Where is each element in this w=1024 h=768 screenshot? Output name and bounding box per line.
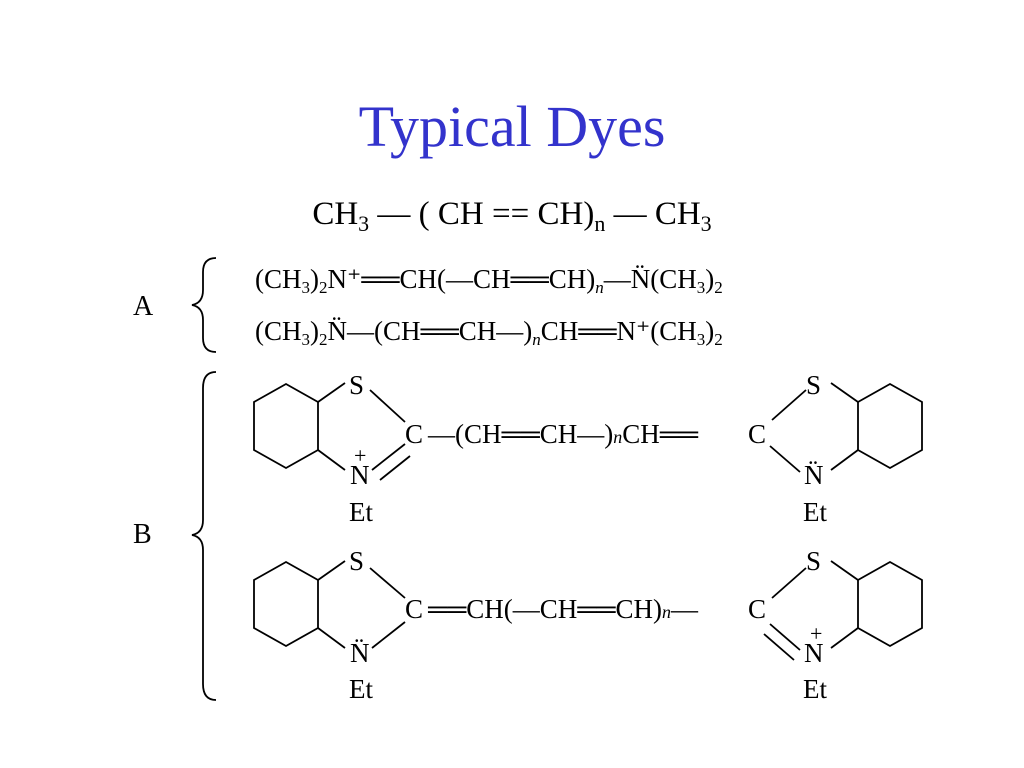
b2-left-sulfur: S xyxy=(349,546,365,576)
benzothiazole-ring-top-right xyxy=(769,382,923,473)
b2-right-carbon: C xyxy=(748,594,767,624)
b1-chain: —(CH══CH—)nCH══ xyxy=(428,419,699,449)
slide-title: Typical Dyes xyxy=(358,94,666,159)
b1-left-carbon: C xyxy=(405,419,424,449)
section-a-label: A xyxy=(133,291,154,322)
b2-left-nitrogen: N̈ xyxy=(350,638,370,668)
b2-right-nitrogen: N xyxy=(804,638,824,668)
b1-right-ethyl: Et xyxy=(803,497,827,527)
b1-left-nitrogen: N xyxy=(350,460,370,490)
dye-a-formula-1: (CH3)2N⁺══CH(—CH══CH)n—N̈(CH3)2 xyxy=(255,264,723,297)
b2-right-sulfur: S xyxy=(806,546,822,576)
b2-right-ethyl: Et xyxy=(803,674,827,704)
brace-a xyxy=(191,257,217,353)
b2-right-plus: + xyxy=(810,621,823,646)
benzothiazole-ring-bottom-right xyxy=(763,560,923,661)
section-b-label: B xyxy=(133,519,152,550)
benzothiazole-ring-bottom-left xyxy=(253,560,406,649)
dye-a-formula-2: (CH3)2N̈—(CH══CH—)nCH══N⁺(CH3)2 xyxy=(255,316,723,349)
b2-chain: ══CH(—CH══CH)n— xyxy=(428,594,699,624)
b1-left-ethyl: Et xyxy=(349,497,373,527)
b1-right-nitrogen: N̈ xyxy=(804,460,824,490)
b2-left-carbon: C xyxy=(405,594,424,624)
b1-right-sulfur: S xyxy=(806,370,822,400)
brace-b xyxy=(191,371,217,701)
general-polymethine-formula: CH3 — ( CH == CH)n — CH3 xyxy=(312,196,712,236)
b2-left-ethyl: Et xyxy=(349,674,373,704)
benzothiazole-ring-top-left xyxy=(253,382,411,481)
b1-left-sulfur: S xyxy=(349,370,365,400)
b1-left-plus: + xyxy=(354,443,367,468)
b1-right-carbon: C xyxy=(748,419,767,449)
